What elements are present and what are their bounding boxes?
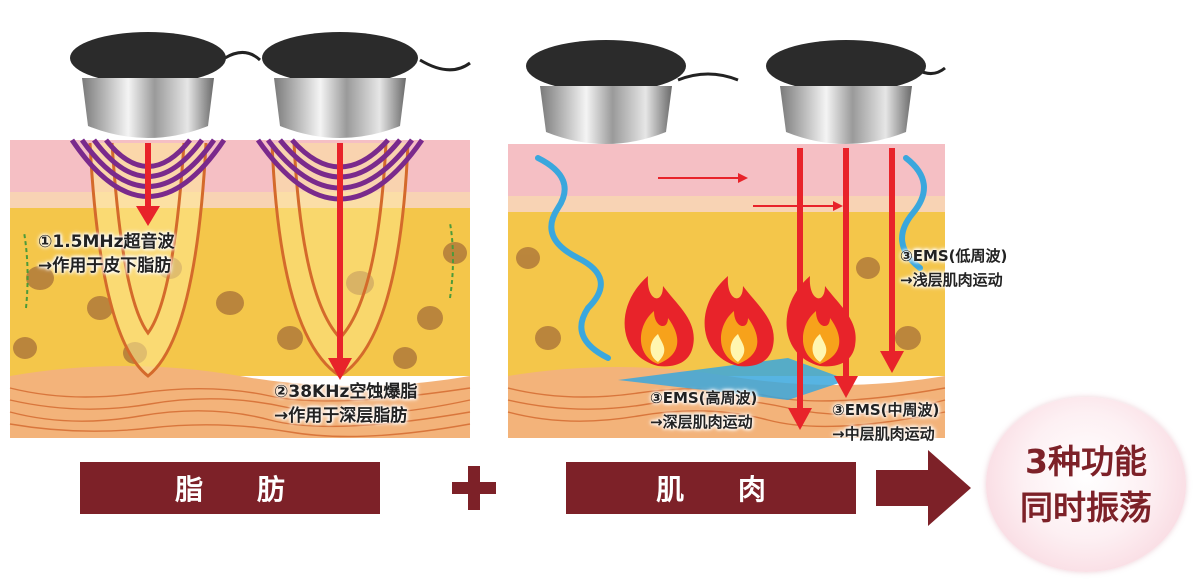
- ultrasound-caption-line2: →作用于皮下脂肪: [38, 256, 172, 276]
- fat-layer: [10, 208, 470, 376]
- fat-panel: ①1.5MHz超音波 →作用于皮下脂肪 ②38KHz空蚀爆脂 →作用于深层脂肪: [9, 8, 471, 438]
- muscle-label-bar: 肌 肉: [566, 462, 856, 514]
- ems-arrow-mid: [834, 148, 858, 398]
- ems-high-caption-line1: ③EMS(高周波): [650, 389, 758, 407]
- probe-head-icon: [766, 40, 926, 144]
- ems-spread: [618, 358, 848, 400]
- ems-mid-caption-line2: →中层肌肉运动: [832, 425, 935, 443]
- cavitation-caption-line1: ②38KHz空蚀爆脂: [274, 382, 418, 402]
- right-arrow-icon: [876, 450, 971, 526]
- cavitation-caption-line2: →作用于深层脂肪: [274, 406, 408, 426]
- penetration-arrow-deep: [328, 143, 352, 380]
- ems-low-caption-line2: →浅层肌肉运动: [900, 271, 1003, 289]
- ems-mid-caption-line1: ③EMS(中周波): [832, 401, 940, 419]
- skin-layer: [508, 144, 945, 206]
- muscle-layer: [10, 366, 470, 438]
- flame-icon: [704, 276, 774, 367]
- dermis-band: [508, 196, 945, 214]
- fat-illustration: [9, 32, 471, 438]
- fat-cells: [516, 247, 921, 350]
- muscle-fibres: [9, 387, 471, 438]
- ems-wave-right: [899, 155, 927, 271]
- ultrasound-focus-1: [88, 142, 208, 378]
- penetration-arrow-shallow: [136, 143, 160, 226]
- badge-line1: 3种功能: [1025, 441, 1147, 481]
- muscle-illustration: [507, 40, 946, 438]
- cavitation-caption: ②38KHz空蚀爆脂 →作用于深层脂肪: [274, 380, 417, 428]
- probe-head-icon: [262, 32, 418, 138]
- plus-icon: [452, 466, 496, 510]
- muscle-panel: ③EMS(低周波) →浅层肌肉运动 ③EMS(高周波) →深层肌肉运动 ③EMS…: [507, 8, 1007, 443]
- ems-wave-left: [535, 155, 611, 361]
- ems-high-caption: ③EMS(高周波) →深层肌肉运动: [650, 386, 757, 434]
- probe-cable: [224, 51, 471, 72]
- ems-mid-caption: ③EMS(中周波) →中层肌肉运动: [832, 398, 939, 446]
- ems-arrow-low: [880, 148, 904, 373]
- summary-badge: 3种功能 同时振荡: [986, 397, 1186, 572]
- ultrasound-caption: ①1.5MHz超音波 →作用于皮下脂肪: [38, 230, 175, 278]
- ultrasound-caption-line1: ①1.5MHz超音波: [38, 232, 175, 252]
- ems-high-caption-line2: →深层肌肉运动: [650, 413, 753, 431]
- vessels: [23, 222, 454, 309]
- ems-low-caption: ③EMS(低周波) →浅层肌肉运动: [900, 244, 1007, 292]
- ems-low-caption-line1: ③EMS(低周波): [900, 247, 1008, 265]
- muscle-layer: [508, 367, 945, 438]
- flow-arrows: [658, 173, 843, 211]
- probe-head-icon: [70, 32, 226, 138]
- ems-arrow-high: [788, 148, 812, 430]
- probe-head-icon: [526, 40, 686, 144]
- fat-label-bar: 脂 肪: [80, 462, 380, 514]
- flame-icon: [786, 276, 856, 367]
- flame-icon: [624, 276, 694, 367]
- badge-line2: 同时振荡: [1020, 487, 1152, 527]
